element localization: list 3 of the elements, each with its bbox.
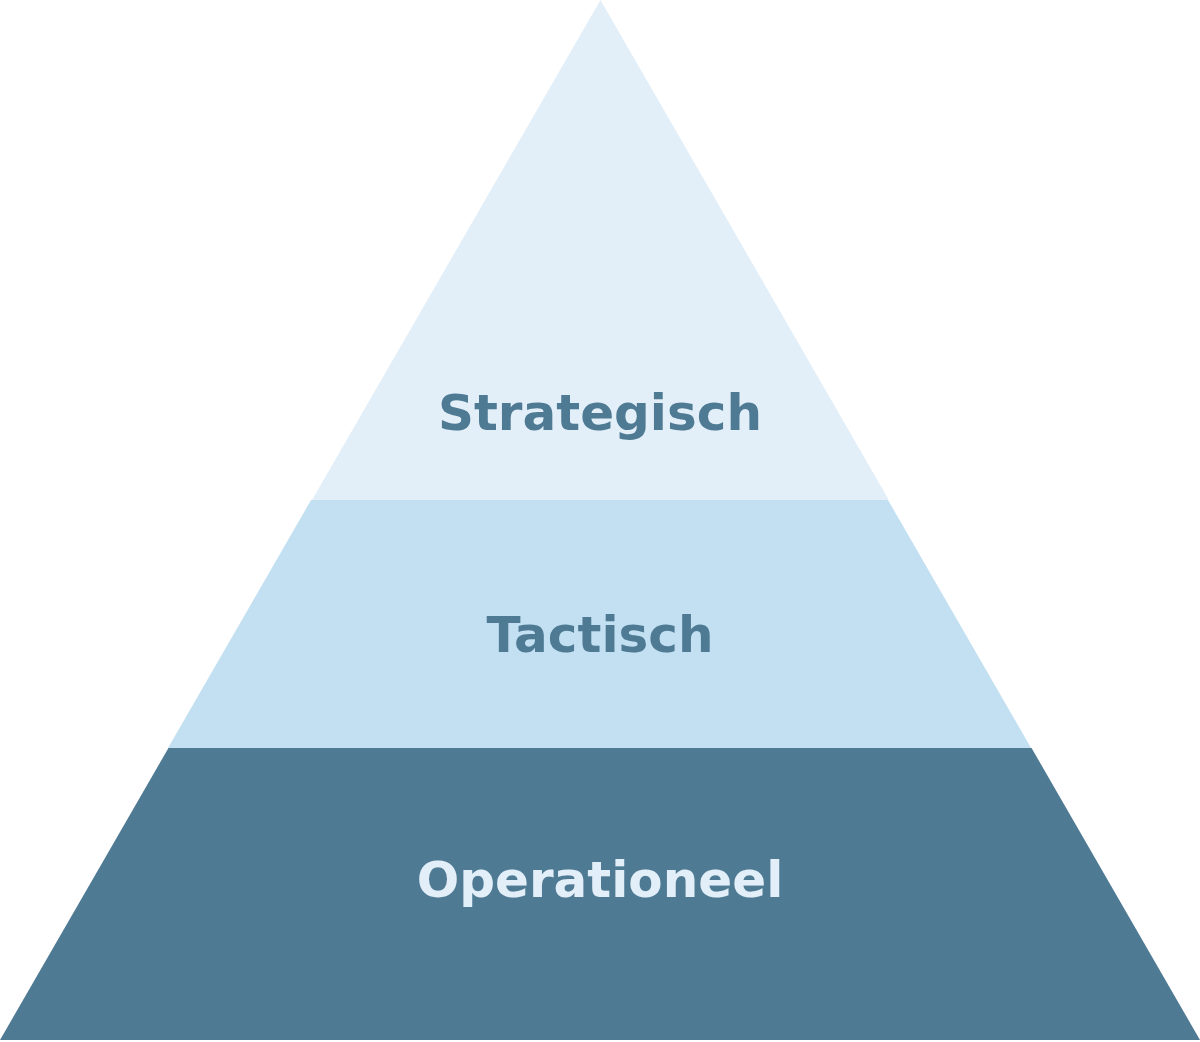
level-label: Tactisch <box>486 605 714 665</box>
level-label: Strategisch <box>437 383 762 443</box>
level-label: Operationeel <box>416 850 784 910</box>
